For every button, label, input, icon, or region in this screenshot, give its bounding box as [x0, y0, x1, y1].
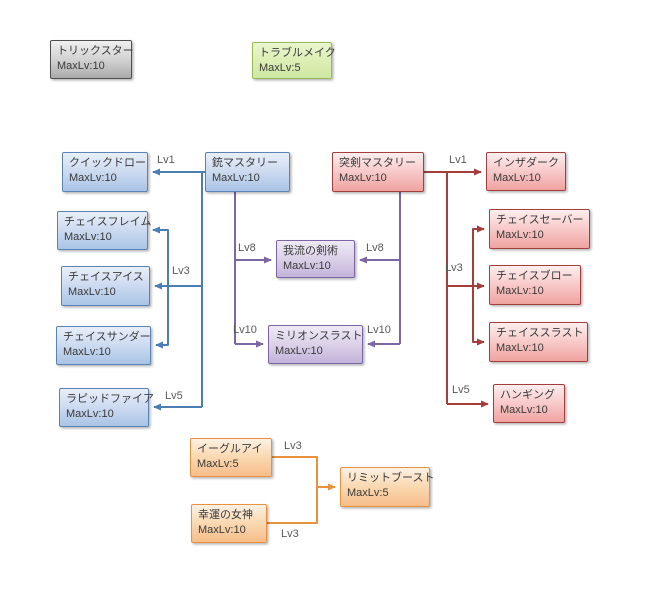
edge-label-goddess-lv3: Lv3 [281, 528, 299, 540]
skill-node-gun-mastery: 銃マスタリー MaxLv:10 [205, 152, 290, 192]
edge-label-thrust-lv10: Lv10 [367, 324, 391, 336]
skill-node-self-style-swordplay: 我流の剣術 MaxLv:10 [276, 240, 355, 278]
skill-maxlv: MaxLv:10 [63, 346, 111, 358]
skill-maxlv: MaxLv:10 [198, 524, 246, 536]
skill-maxlv: MaxLv:5 [259, 62, 301, 74]
skill-maxlv: MaxLv:10 [69, 172, 117, 184]
edge-label-thrust-lv1: Lv1 [449, 154, 467, 166]
skill-node-in-the-dark: インザダーク MaxLv:10 [486, 152, 566, 191]
skill-node-eagle-eye: イーグルアイ MaxLv:5 [190, 438, 272, 477]
skill-node-chase-thrust: チェイススラスト MaxLv:10 [489, 322, 588, 362]
skill-maxlv: MaxLv:5 [197, 458, 239, 470]
skill-maxlv: MaxLv:10 [496, 285, 544, 297]
edge-label-gun-lv8: Lv8 [238, 242, 256, 254]
skill-name: チェイススラスト [496, 327, 584, 339]
skill-node-chase-ice: チェイスアイス MaxLv:10 [61, 266, 150, 306]
skill-name: イーグルアイ [197, 443, 263, 455]
edge-label-gun-lv5: Lv5 [165, 390, 183, 402]
skill-node-chase-saber: チェイスセーバー MaxLv:10 [489, 209, 590, 249]
skill-node-rapid-fire: ラピッドファイア MaxLv:10 [59, 388, 154, 427]
skill-maxlv: MaxLv:10 [212, 172, 260, 184]
skill-node-million-thrust: ミリオンスラスト MaxLv:10 [268, 325, 363, 364]
skill-node-goddess-of-fortune: 幸運の女神 MaxLv:10 [191, 504, 267, 543]
skill-name: ラピッドファイア [66, 393, 154, 405]
skill-maxlv: MaxLv:5 [347, 487, 389, 499]
skill-maxlv: MaxLv:10 [339, 172, 387, 184]
skill-name: ミリオンスラスト [275, 330, 363, 342]
skill-maxlv: MaxLv:10 [68, 286, 116, 298]
skill-name: 銃マスタリー [212, 157, 278, 169]
skill-node-hanging: ハンギング MaxLv:10 [493, 384, 565, 423]
skill-name: 我流の剣術 [283, 245, 338, 257]
skill-maxlv: MaxLv:10 [64, 231, 112, 243]
skill-maxlv: MaxLv:10 [57, 60, 105, 72]
edge-label-gun-lv1: Lv1 [157, 154, 175, 166]
skill-maxlv: MaxLv:10 [275, 345, 323, 357]
edge-label-gun-lv10: Lv10 [233, 324, 257, 336]
skill-name: トラブルメイク [259, 47, 336, 59]
skill-maxlv: MaxLv:10 [500, 404, 548, 416]
skill-name: チェイスフレイム [64, 216, 152, 228]
skill-name: チェイスセーバー [496, 214, 584, 226]
skill-name: チェイスサンダー [63, 331, 151, 343]
edge-label-gun-lv3: Lv3 [172, 265, 190, 277]
skill-name: リミットブースト [347, 472, 435, 484]
skill-maxlv: MaxLv:10 [283, 260, 331, 272]
skill-name: ハンギング [500, 389, 555, 401]
skill-node-limit-boost: リミットブースト MaxLv:5 [340, 467, 435, 507]
skill-maxlv: MaxLv:10 [66, 408, 114, 420]
skill-name: クイックドロー [69, 157, 146, 169]
skill-node-quick-draw: クイックドロー MaxLv:10 [62, 152, 148, 192]
skill-maxlv: MaxLv:10 [496, 229, 544, 241]
skill-maxlv: MaxLv:10 [496, 342, 544, 354]
skill-name: チェイスアイス [68, 271, 144, 283]
skill-name: 突剣マスタリー [339, 157, 416, 169]
edge-label-eagle-lv3: Lv3 [284, 440, 302, 452]
skill-node-trickster: トリックスター MaxLv:10 [50, 40, 134, 79]
skill-node-chase-thunder: チェイスサンダー MaxLv:10 [56, 326, 151, 365]
skill-name: インザダーク [493, 157, 559, 169]
skill-name: トリックスター [57, 45, 134, 57]
edge-label-thrust-lv5: Lv5 [452, 384, 470, 396]
skill-maxlv: MaxLv:10 [493, 172, 541, 184]
skill-name: 幸運の女神 [198, 509, 253, 521]
skill-node-trouble-make: トラブルメイク MaxLv:5 [252, 42, 336, 79]
edge-label-thrust-lv3: Lv3 [445, 262, 463, 274]
skill-node-chase-flame: チェイスフレイム MaxLv:10 [57, 211, 152, 250]
edge-label-thrust-lv8: Lv8 [366, 242, 384, 254]
skill-node-chase-blow: チェイスブロー MaxLv:10 [489, 265, 581, 305]
skill-name: チェイスブロー [496, 270, 573, 282]
skill-node-thrust-sword-mastery: 突剣マスタリー MaxLv:10 [332, 152, 424, 192]
